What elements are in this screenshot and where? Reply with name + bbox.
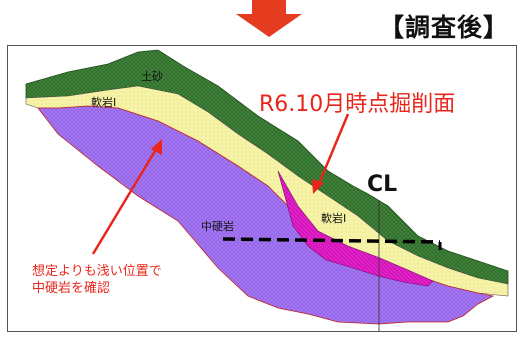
excavation-surface-callout: R6.10月時点掘削面: [259, 92, 456, 117]
excavation-zone: [277, 170, 434, 287]
soft-rock-label-top: 軟岩Ⅰ: [91, 96, 117, 109]
level-dashed-line: [222, 237, 441, 244]
finding-callout-line1: 想定よりも浅い位置で: [32, 264, 162, 279]
cross-section-figure: 土砂 軟岩Ⅰ 軟岩Ⅰ 中硬岩: [7, 45, 517, 332]
medium-hard-rock-label: 中硬岩: [201, 220, 234, 233]
finding-callout-arrow: [91, 145, 160, 255]
centerline-label: CL: [367, 172, 398, 197]
page-title: 【調査後】: [378, 13, 509, 42]
finding-callout-line2: 中硬岩を確認: [32, 281, 111, 296]
finding-callout: 想定よりも浅い位置で 中硬岩を確認: [32, 263, 162, 297]
excavation-callout-arrow: [316, 113, 350, 187]
cross-section-diagram: [25, 49, 509, 331]
soft-rock-label-mid: 軟岩Ⅰ: [321, 212, 347, 225]
topsoil-label: 土砂: [141, 70, 163, 83]
